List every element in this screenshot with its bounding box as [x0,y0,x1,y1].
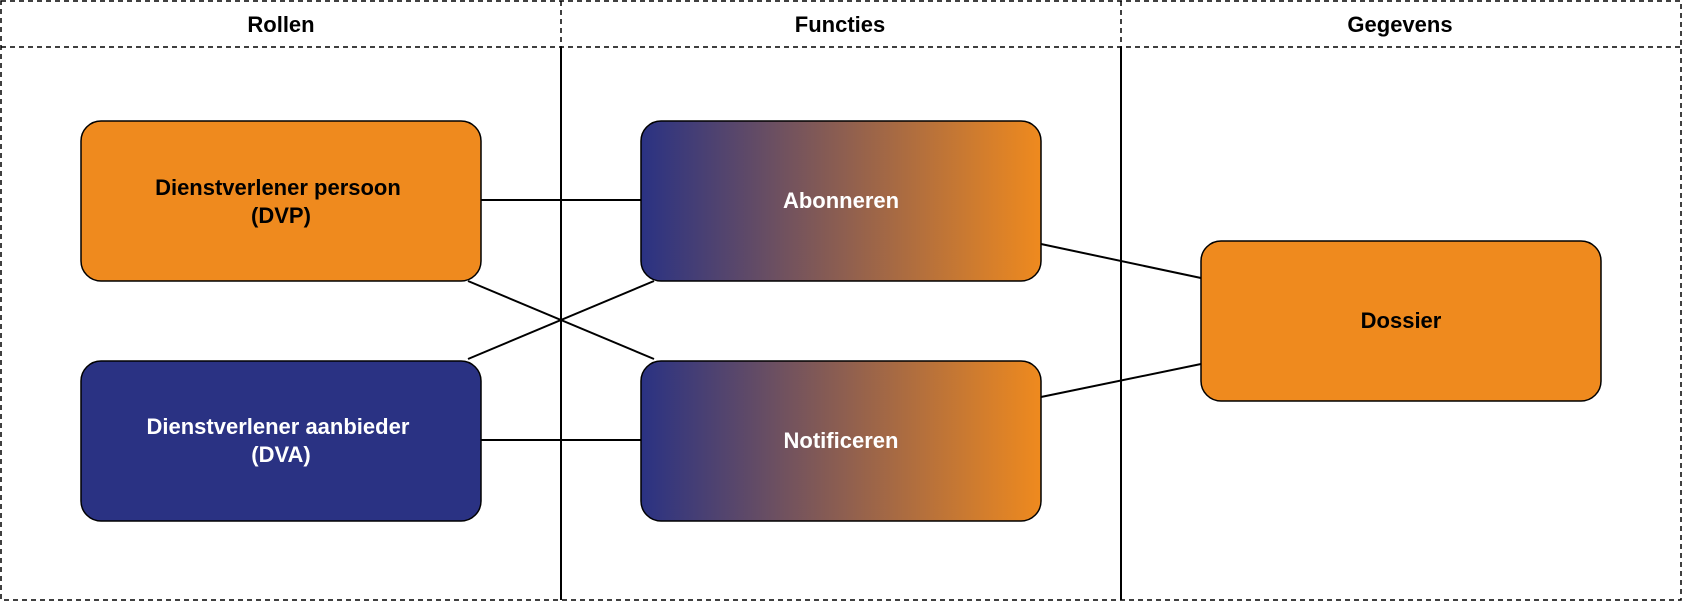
node-dvp-label-line2: (DVP) [251,203,311,228]
connectors [467,199,1202,441]
node-dva-label: Dienstverlener aanbieder (DVA) [146,414,415,467]
node-dva-label-line1: Dienstverlener aanbieder [146,414,409,439]
node-abonneren-label: Abonneren [783,188,899,213]
edge-dva-abonneren [467,280,655,360]
node-dossier-box [1200,240,1602,402]
node-notificeren-label: Notificeren [784,428,899,453]
node-dvp-box [80,120,482,282]
node-notificeren-box [640,360,1042,522]
column-title-roles: Rollen [247,12,314,37]
node-notificeren[interactable]: Notificeren [640,360,1042,522]
node-dvp-label-line1: Dienstverlener persoon [155,175,401,200]
node-dvp[interactable]: Dienstverlener persoon (DVP) [80,120,482,282]
node-dossier-label: Dossier [1361,308,1442,333]
column-title-functions: Functies [795,12,885,37]
node-dossier[interactable]: Dossier [1200,240,1602,402]
column-title-data: Gegevens [1347,12,1452,37]
node-dvp-label: Dienstverlener persoon (DVP) [155,175,407,228]
node-abonneren-box [640,120,1042,282]
node-abonneren[interactable]: Abonneren [640,120,1042,282]
edge-abonneren-dossier [1040,243,1202,279]
edge-notificeren-dossier [1040,363,1202,398]
node-dva[interactable]: Dienstverlener aanbieder (DVA) [80,360,482,522]
node-dva-label-line2: (DVA) [251,442,310,467]
node-dva-box [80,360,482,522]
